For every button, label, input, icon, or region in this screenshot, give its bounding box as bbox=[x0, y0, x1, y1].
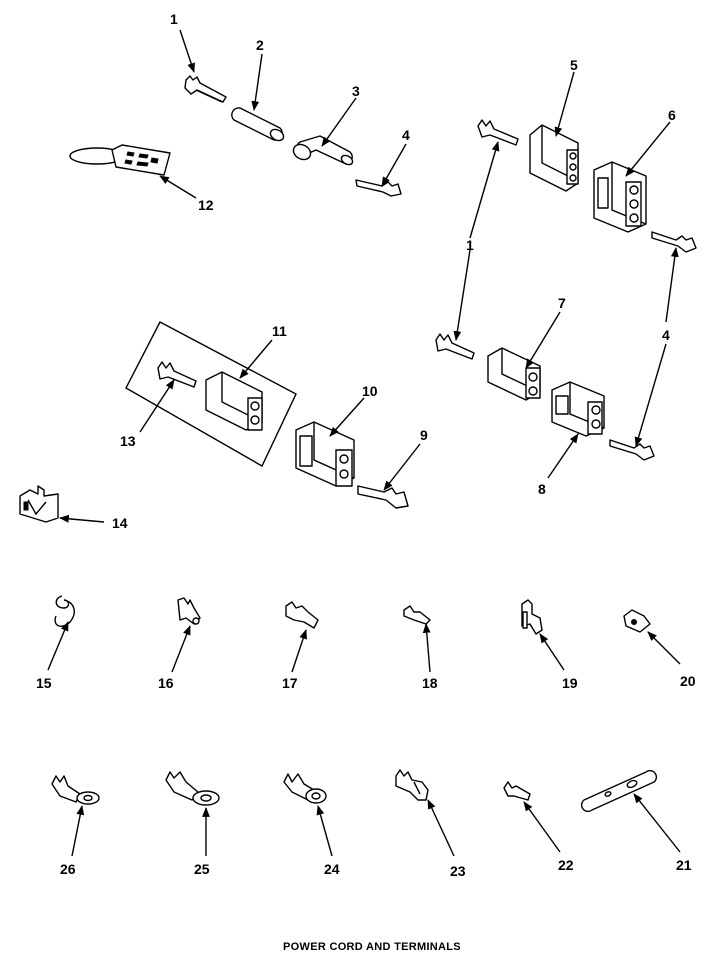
part-tag-12 bbox=[69, 144, 171, 176]
part-terminal-4-top bbox=[355, 179, 402, 197]
callout-23: 23 bbox=[450, 863, 466, 879]
callout-17: 17 bbox=[282, 675, 298, 691]
part-connector-housing-7 bbox=[487, 347, 541, 401]
callout-labels: 1 2 3 4 5 6 1 4 7 8 9 10 11 12 13 14 15 … bbox=[36, 11, 696, 879]
kit-box-11 bbox=[125, 321, 297, 467]
callout-13: 13 bbox=[120, 433, 136, 449]
part-20 bbox=[623, 609, 651, 633]
part-connector-housing-6 bbox=[593, 161, 647, 233]
callout-7: 7 bbox=[558, 295, 566, 311]
callout-26: 26 bbox=[60, 861, 76, 877]
callout-19: 19 bbox=[562, 675, 578, 691]
callout-8: 8 bbox=[538, 481, 546, 497]
callout-21: 21 bbox=[676, 857, 692, 873]
part-terminal-4-lower bbox=[609, 439, 655, 461]
part-terminal-4-right bbox=[651, 231, 697, 253]
part-terminal-1-lower bbox=[435, 333, 475, 360]
callout-1-right: 1 bbox=[466, 237, 474, 253]
callout-11: 11 bbox=[272, 323, 287, 339]
part-insulating-sleeve-3 bbox=[292, 135, 354, 166]
part-insulating-sleeve-2 bbox=[231, 107, 285, 142]
callout-24: 24 bbox=[324, 861, 340, 877]
part-21 bbox=[580, 769, 658, 813]
part-15 bbox=[54, 595, 75, 627]
part-22 bbox=[503, 781, 531, 801]
callout-25: 25 bbox=[194, 861, 210, 877]
callout-6: 6 bbox=[668, 107, 676, 123]
callout-15: 15 bbox=[36, 675, 52, 691]
callout-12: 12 bbox=[198, 197, 214, 213]
part-terminal-9 bbox=[357, 485, 409, 509]
callout-16: 16 bbox=[158, 675, 174, 691]
part-terminal-1-top bbox=[184, 75, 227, 103]
callout-4: 4 bbox=[402, 127, 410, 143]
part-18 bbox=[403, 605, 431, 625]
part-24 bbox=[283, 773, 327, 804]
part-17 bbox=[285, 601, 319, 629]
part-16 bbox=[177, 597, 201, 625]
part-clip-14 bbox=[19, 485, 59, 523]
callout-2: 2 bbox=[256, 37, 264, 53]
callout-14: 14 bbox=[112, 515, 128, 531]
part-26 bbox=[51, 775, 100, 805]
part-connector-housing-8 bbox=[551, 381, 605, 437]
callout-22: 22 bbox=[558, 857, 574, 873]
callout-5: 5 bbox=[570, 57, 578, 73]
callout-1: 1 bbox=[170, 11, 178, 27]
callout-10: 10 bbox=[362, 383, 378, 399]
callout-3: 3 bbox=[352, 83, 360, 99]
part-25 bbox=[165, 771, 220, 806]
callout-9: 9 bbox=[420, 427, 428, 443]
part-19 bbox=[521, 599, 543, 635]
callout-4-right: 4 bbox=[662, 327, 670, 343]
part-terminal-1-right bbox=[477, 119, 519, 146]
callout-18: 18 bbox=[422, 675, 438, 691]
part-connector-housing-10 bbox=[295, 421, 355, 487]
callout-20: 20 bbox=[680, 673, 696, 689]
diagram-title: POWER CORD AND TERMINALS bbox=[283, 941, 461, 953]
part-23 bbox=[395, 769, 429, 801]
leader-lines bbox=[47, 29, 681, 857]
part-connector-housing-5 bbox=[529, 124, 579, 192]
